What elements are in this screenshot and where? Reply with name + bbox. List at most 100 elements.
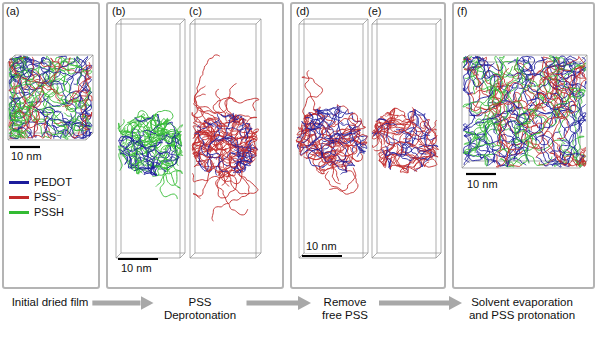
- polymer-chain: [317, 109, 333, 134]
- scale-bar: [118, 258, 158, 260]
- polymer-chain: [132, 152, 144, 173]
- polymer-chain: [308, 150, 324, 167]
- step-text: Solvent evaporation and PSS protonation: [466, 296, 578, 322]
- box-outline: [15, 133, 93, 134]
- polymer-chain: [192, 173, 233, 182]
- panel-label: (c): [188, 5, 203, 18]
- polymer-chain: [38, 92, 68, 104]
- box-outline: [299, 24, 363, 25]
- box-outline: [190, 24, 191, 258]
- step-caption: Solvent evaporation and PSS protonation: [466, 296, 578, 322]
- polymer-chain: [377, 119, 411, 139]
- box-outline: [377, 253, 441, 254]
- scale-bar: [10, 146, 40, 148]
- scale-bars: [10, 147, 496, 259]
- polymer-chain: [323, 152, 352, 163]
- box-outline: [304, 19, 368, 20]
- polymer-chain: [133, 129, 165, 166]
- polymer-chain: [300, 140, 317, 156]
- polymer-chain: [64, 113, 88, 131]
- panel-label: (a): [5, 5, 20, 18]
- polymer-chain: [216, 89, 226, 114]
- polymer-chain: [42, 107, 70, 125]
- polymer-chain: [385, 112, 406, 118]
- polymer-chain: [463, 57, 474, 75]
- polymer-chain: [489, 100, 538, 128]
- polymer-chain: [380, 115, 419, 137]
- polymer-chain: [420, 119, 435, 135]
- polymer-chain: [537, 74, 570, 90]
- polymer-chain: [518, 62, 531, 104]
- box-outline: [363, 24, 364, 258]
- polymer-chain: [514, 114, 528, 130]
- box-outline: [363, 19, 368, 24]
- polymer-chain: [144, 152, 180, 165]
- polymer-chain: [525, 127, 543, 163]
- polymer-chain: [198, 133, 207, 156]
- polymer-chain: [135, 115, 153, 122]
- polymer-chain: [540, 131, 567, 166]
- scale-label: 10 nm: [305, 240, 338, 253]
- box-outline: [190, 253, 195, 258]
- polymer-chain: [10, 103, 25, 130]
- polymer-chain: [484, 121, 511, 154]
- polymer-chain: [553, 91, 567, 120]
- polymer-chain: [215, 170, 237, 198]
- polymer-chain: [320, 158, 336, 174]
- polymer-chain: [230, 136, 257, 157]
- polymer-chain: [50, 61, 56, 91]
- polymer-chain: [472, 57, 490, 79]
- polymer-chain: [327, 106, 339, 143]
- scale-label: 10 nm: [10, 150, 43, 163]
- box-outline: [372, 19, 377, 24]
- legend-entry: PEDOT: [9, 176, 72, 189]
- polymer-chain: [225, 137, 242, 168]
- legend-text: PEDOT: [34, 176, 72, 189]
- box-outline: [436, 19, 441, 24]
- box-outline: [469, 55, 587, 56]
- polymer-chain: [338, 113, 358, 147]
- scale-label: 10 nm: [120, 262, 153, 275]
- polymer-chain: [202, 134, 223, 150]
- polymer-chain: [329, 171, 358, 194]
- polymer-chain: [531, 117, 569, 139]
- box-outline: [116, 258, 180, 259]
- polymer-chain: [375, 123, 396, 147]
- box-outline: [261, 19, 262, 253]
- polymer-chain: [396, 160, 420, 172]
- polymer-chain: [62, 62, 90, 106]
- polymer-chain: [9, 58, 24, 84]
- step-text: PSS Deprotonation: [158, 296, 243, 322]
- polymer-chain: [216, 138, 239, 157]
- box-outline: [116, 19, 121, 24]
- step-text: Initial dried film: [12, 296, 89, 309]
- polymer-chain: [32, 57, 61, 83]
- panel-label: (b): [111, 5, 126, 18]
- polymer-chain: [464, 124, 516, 143]
- scale-bar: [302, 255, 342, 257]
- removed-box-d: [296, 19, 368, 258]
- step-caption: PSS Deprotonation: [158, 296, 243, 322]
- box-outline: [256, 253, 261, 258]
- polymer-chain: [217, 175, 248, 215]
- polymer-chain: [537, 152, 572, 166]
- polymer-chain: [154, 114, 166, 141]
- polymer-chain: [120, 135, 156, 151]
- polymer-chain: [496, 142, 509, 167]
- box-outline: [299, 258, 363, 259]
- polymer-chain: [9, 126, 24, 138]
- polymer-chain: [305, 70, 315, 110]
- polymer-chain: [550, 151, 584, 165]
- deprotonated-box-c: [190, 19, 261, 258]
- polymer-chain: [239, 124, 250, 142]
- final-film-cube: [462, 55, 587, 168]
- step-caption: Remove free PSS: [315, 296, 375, 322]
- polymer-chain: [470, 66, 484, 87]
- legend-swatch: [9, 211, 29, 214]
- box-outline: [8, 140, 86, 141]
- polymer-chain: [121, 122, 141, 132]
- polymer-chain: [388, 145, 435, 155]
- polymer-chain: [464, 90, 475, 118]
- process-arrow: [247, 301, 299, 306]
